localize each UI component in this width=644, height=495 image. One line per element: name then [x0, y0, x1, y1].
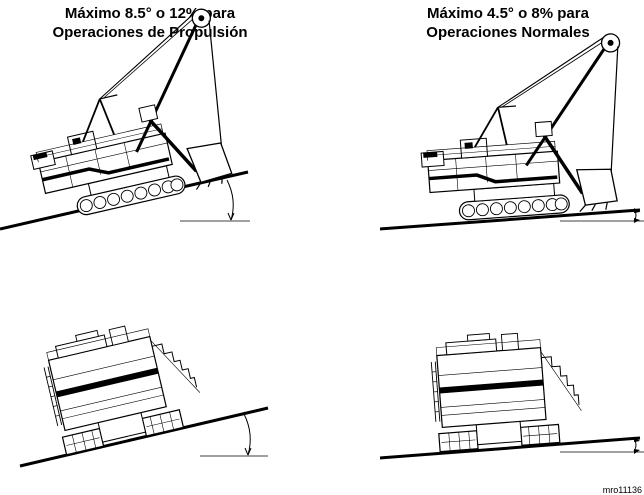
shovel-side-view — [5, 5, 249, 226]
right-panel-title: Máximo 4.5° o 8% para Operaciones Normal… — [358, 4, 644, 42]
angle-arrowhead — [634, 208, 640, 223]
right-title-line2: Operaciones Normales — [426, 24, 590, 41]
shovel-rear-view — [38, 310, 208, 456]
left-title-line2: Operaciones de Propulsión — [52, 24, 248, 41]
slope-line — [19, 406, 269, 468]
shovel-rear-view — [428, 326, 585, 453]
right-title-line1: Máximo 4.5° o 8% para — [427, 5, 589, 22]
slope-line — [379, 436, 641, 460]
top-left-figure — [0, 5, 250, 231]
figure-id: mro11136 — [602, 485, 642, 495]
shovel-side-view — [411, 31, 634, 225]
angle-arc — [226, 179, 234, 221]
angle-arc — [243, 413, 251, 456]
bottom-left-figure — [19, 310, 269, 468]
bottom-right-figure — [379, 326, 644, 460]
angle-arrowhead — [244, 447, 252, 456]
top-right-figure — [379, 31, 644, 231]
angle-arrowhead — [227, 212, 235, 221]
slope-line — [379, 208, 641, 231]
angle-arrowhead — [634, 437, 640, 454]
